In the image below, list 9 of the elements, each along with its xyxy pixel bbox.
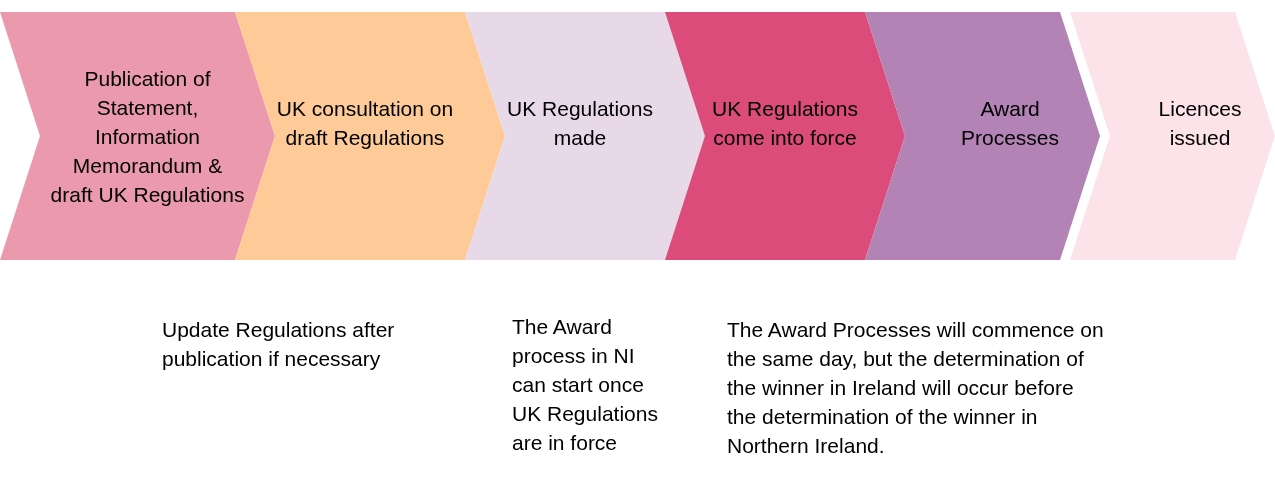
note-text: Update Regulations after publication if necessary bbox=[162, 317, 396, 372]
step-label: UK Regulations made bbox=[506, 96, 654, 151]
step-label: Publication of Statement, Information Memorandum & draft UK Regulations bbox=[50, 66, 245, 208]
note-text: The Award Processes will commence on the same day, but the determination of the winner in Ireland will occur before the determination of the winner in Northern Ireland. bbox=[727, 317, 1105, 459]
step-label: UK Regulations come into force bbox=[711, 96, 859, 151]
step-label: UK consultation on draft Regulations bbox=[275, 96, 455, 151]
note-text: The Award process in NI can start once UK Regulations are in force bbox=[512, 314, 659, 456]
step-label: Award Processes bbox=[959, 96, 1060, 151]
step-label: Licences issued bbox=[1157, 96, 1243, 151]
